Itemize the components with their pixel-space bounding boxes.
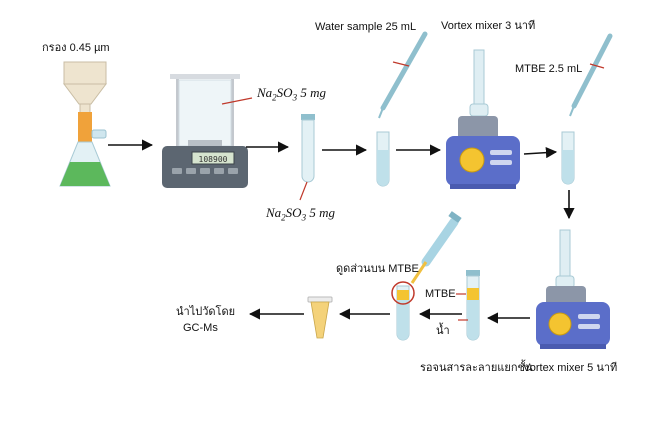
- analyze-label-line1: นำไปวัดโดย: [176, 306, 236, 318]
- filter-flask-icon: [59, 61, 111, 187]
- test-tube-1-icon: [301, 114, 315, 183]
- mtbe-layer-label: MTBE: [425, 288, 456, 300]
- gc-vial-icon: [307, 296, 333, 339]
- pipette-mtbe-icon: [569, 33, 613, 117]
- salt-bottom-pointer: [299, 181, 308, 201]
- layered-tube-icon: [466, 270, 480, 341]
- collect-upper-label: ดูดส่วนบน MTBE: [336, 263, 419, 275]
- vortex-5-label: Vortex mixer 5 นาที: [523, 362, 618, 374]
- mtbe-add-label: MTBE 2.5 mL: [515, 63, 583, 75]
- salt-bottom-label: Na2SO3 5 mg: [266, 205, 335, 223]
- salt-top-label: Na2SO3 5 mg: [257, 85, 326, 103]
- vortex-3-label: Vortex mixer 3 นาที: [441, 20, 536, 32]
- balance-display-text: 108900: [199, 155, 228, 164]
- vortex-mixer-1-icon: [446, 49, 520, 189]
- water-sample-label: Water sample 25 mL: [315, 21, 417, 33]
- filter-label: กรอง 0.45 µm: [42, 42, 110, 54]
- analytical-balance-icon: [162, 74, 248, 188]
- test-tube-3-icon: [561, 131, 575, 185]
- micropipette-icon: [410, 211, 462, 284]
- mtbe-add-pointer: [589, 63, 605, 69]
- test-tube-2-icon: [376, 131, 390, 187]
- analyze-label-line2: GC-Ms: [183, 322, 218, 334]
- water-layer-label: น้ำ: [436, 325, 450, 337]
- wait-separate-label: รอจนสารละลายแยกชั้น: [420, 362, 533, 374]
- pipette-water-icon: [378, 31, 428, 119]
- arrow-vortex1-to-tube3: [523, 147, 558, 159]
- collect-tube-icon: [391, 281, 415, 341]
- vortex-mixer-2-icon: [536, 229, 610, 349]
- water-pointer: [392, 61, 410, 67]
- salt-top-pointer: [221, 97, 253, 105]
